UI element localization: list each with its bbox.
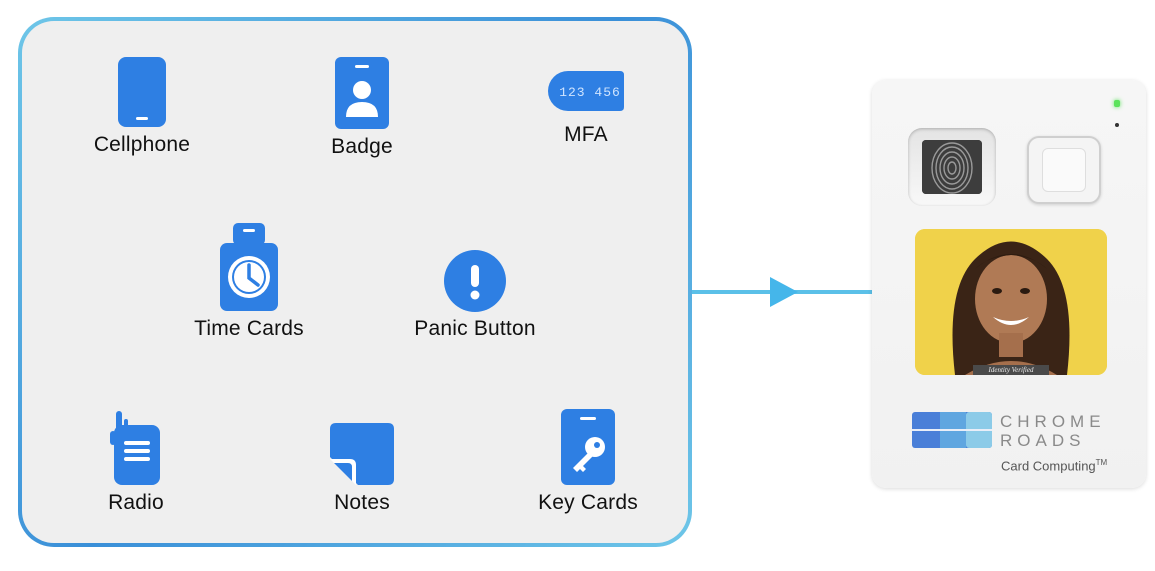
devices-panel: Cellphone Badge 123 456 MFA Time Cards [18, 17, 692, 547]
radio-icon [110, 411, 160, 485]
cellphone-icon [118, 57, 166, 127]
brand-line-2: ROADS [1000, 431, 1086, 450]
item-radio: Radio [56, 409, 216, 515]
mfa-label: MFA [564, 123, 608, 146]
item-mfa: 123 456 MFA [506, 69, 666, 147]
time-cards-label: Time Cards [194, 317, 304, 340]
brand-line-1: CHROME [1000, 412, 1106, 431]
identity-verified-caption: Identity Verified [973, 365, 1049, 375]
product-name: Card ComputingTM [1001, 458, 1108, 474]
chrome-roads-logo-icon [912, 412, 992, 448]
badge-label: Badge [331, 135, 393, 158]
notes-icon [330, 423, 394, 485]
mfa-code: 123 456 [559, 85, 621, 100]
item-time-cards: Time Cards [169, 221, 329, 341]
item-notes: Notes [282, 421, 442, 515]
sensor-dot-icon [1115, 123, 1119, 127]
portrait-image [915, 229, 1107, 375]
exclamation-icon [444, 250, 506, 312]
item-cellphone: Cellphone [62, 55, 222, 157]
item-panic-button: Panic Button [395, 249, 555, 341]
device-button[interactable] [1027, 136, 1101, 204]
fingerprint-icon [922, 140, 982, 194]
key-cards-label: Key Cards [538, 491, 638, 514]
key-card-icon [561, 409, 615, 485]
user-photo: Identity Verified [915, 229, 1107, 375]
badge-icon [335, 57, 389, 129]
time-card-icon [220, 223, 278, 311]
fingerprint-sensor[interactable] [908, 128, 996, 206]
chrome-roads-logo: CHROME ROADS [912, 412, 1101, 453]
status-led-icon [1114, 100, 1120, 107]
mfa-token-icon: 123 456 [548, 71, 624, 111]
item-badge: Badge [282, 55, 442, 159]
panic-button-label: Panic Button [414, 317, 536, 340]
radio-label: Radio [108, 491, 164, 514]
arrow-right-icon [770, 277, 798, 307]
cellphone-label: Cellphone [93, 133, 191, 156]
notes-label: Notes [334, 491, 390, 514]
card-computer-device: Identity Verified CHROME ROADS Card Comp… [872, 80, 1146, 488]
item-key-cards: Key Cards [508, 407, 668, 515]
